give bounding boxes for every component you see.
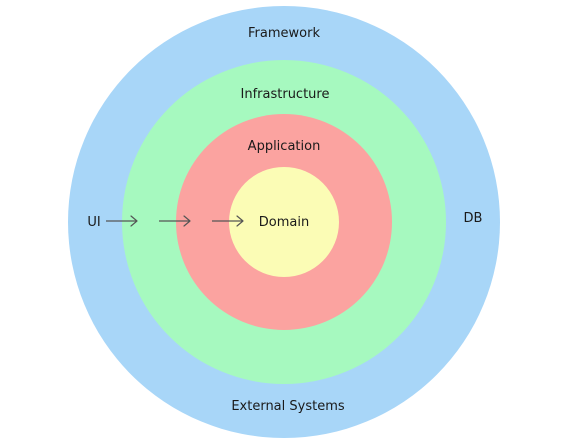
dependency-arrow-3 — [212, 215, 244, 227]
domain-label: Domain — [259, 215, 309, 230]
infrastructure-label: Infrastructure — [241, 87, 330, 102]
ui-label: UI — [87, 215, 100, 230]
domain-core — [229, 167, 339, 277]
dependency-arrow-2 — [159, 215, 191, 227]
external-systems-label: External Systems — [231, 399, 345, 414]
application-label: Application — [248, 139, 321, 154]
dependency-arrow-1 — [106, 215, 138, 227]
db-label: DB — [464, 211, 483, 226]
framework-label: Framework — [248, 26, 320, 41]
